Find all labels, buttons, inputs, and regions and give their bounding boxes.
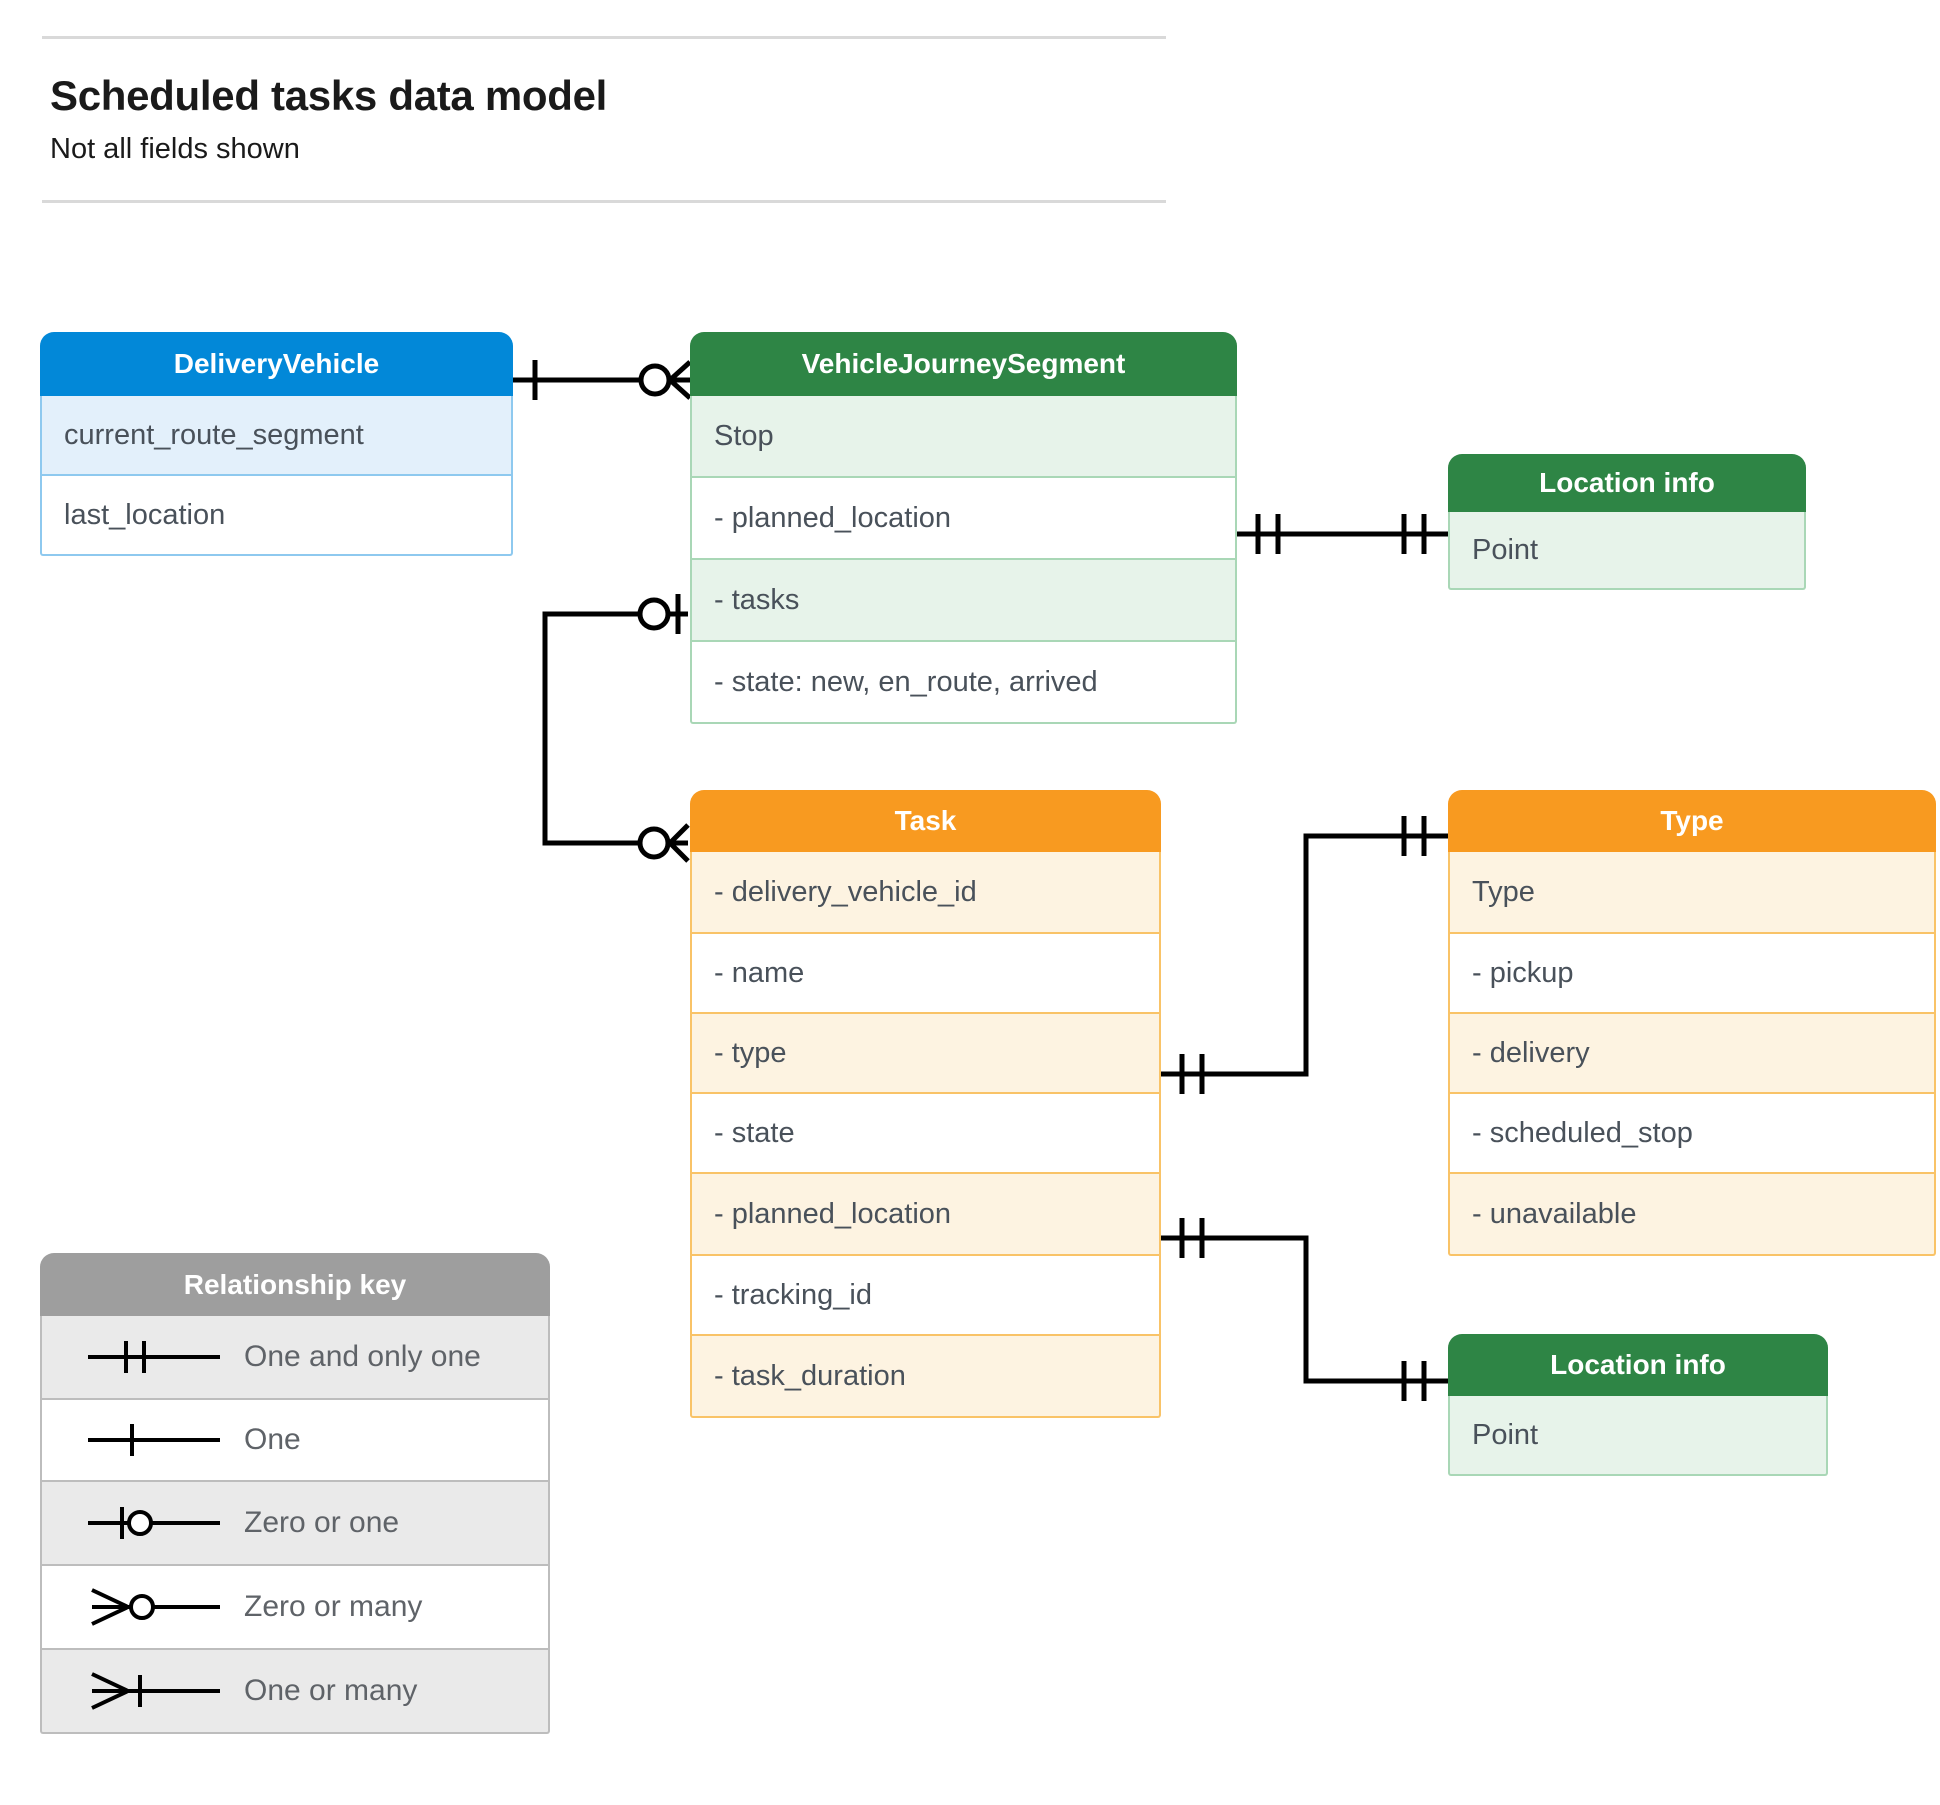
field-type-unavailable[interactable]: - unavailable xyxy=(1448,1174,1936,1256)
field-vjs-state[interactable]: - state: new, en_route, arrived xyxy=(690,642,1237,724)
one-and-only-one-icon xyxy=(64,1334,244,1380)
field-type-pickup[interactable]: - pickup xyxy=(1448,934,1936,1014)
entity-location-info-top[interactable]: Location info Point xyxy=(1448,454,1806,590)
entity-type-title: Type xyxy=(1448,790,1936,852)
field-point-top[interactable]: Point xyxy=(1448,512,1806,590)
legend-label-one: One xyxy=(244,1423,301,1456)
entity-delivery-vehicle-title: DeliveryVehicle xyxy=(40,332,513,396)
zero-or-many-icon xyxy=(64,1584,244,1630)
field-type-label[interactable]: Type xyxy=(1448,852,1936,934)
field-delivery-vehicle-id[interactable]: - delivery_vehicle_id xyxy=(690,852,1161,934)
legend-label-one-or-many: One or many xyxy=(244,1674,418,1707)
top-divider xyxy=(42,36,1166,39)
legend-item-zero-or-one[interactable]: Zero or one xyxy=(40,1482,550,1566)
one-or-many-icon xyxy=(64,1668,244,1714)
legend-label-one-and-only-one: One and only one xyxy=(244,1340,481,1373)
field-vjs-planned-location[interactable]: - planned_location xyxy=(690,478,1237,560)
field-tasks[interactable]: - tasks xyxy=(690,560,1237,642)
field-name[interactable]: - name xyxy=(690,934,1161,1014)
legend-item-one-and-only-one[interactable]: One and only one xyxy=(40,1316,550,1400)
field-type-delivery[interactable]: - delivery xyxy=(1448,1014,1936,1094)
legend-label-zero-or-many: Zero or many xyxy=(244,1590,423,1623)
field-task-planned-location[interactable]: - planned_location xyxy=(690,1174,1161,1256)
entity-task-title: Task xyxy=(690,790,1161,852)
field-state[interactable]: - state xyxy=(690,1094,1161,1174)
entity-task[interactable]: Task - delivery_vehicle_id - name - type… xyxy=(690,790,1161,1418)
entity-delivery-vehicle[interactable]: DeliveryVehicle current_route_segment la… xyxy=(40,332,513,556)
zero-or-one-icon xyxy=(64,1500,244,1546)
entity-vehicle-journey-segment[interactable]: VehicleJourneySegment Stop - planned_loc… xyxy=(690,332,1237,724)
bottom-divider xyxy=(42,200,1166,203)
entity-location-info-bottom-title: Location info xyxy=(1448,1334,1828,1396)
field-task-duration[interactable]: - task_duration xyxy=(690,1336,1161,1418)
field-stop[interactable]: Stop xyxy=(690,396,1237,478)
legend-title: Relationship key xyxy=(40,1253,550,1316)
page-subtitle: Not all fields shown xyxy=(50,133,300,165)
field-type[interactable]: - type xyxy=(690,1014,1161,1094)
entity-vehicle-journey-segment-title: VehicleJourneySegment xyxy=(690,332,1237,396)
legend-item-zero-or-many[interactable]: Zero or many xyxy=(40,1566,550,1650)
legend-item-one-or-many[interactable]: One or many xyxy=(40,1650,550,1734)
field-type-scheduled-stop[interactable]: - scheduled_stop xyxy=(1448,1094,1936,1174)
one-icon xyxy=(64,1417,244,1463)
entity-location-info-bottom[interactable]: Location info Point xyxy=(1448,1334,1828,1476)
field-tracking-id[interactable]: - tracking_id xyxy=(690,1256,1161,1336)
field-current-route-segment[interactable]: current_route_segment xyxy=(40,396,513,476)
entity-type[interactable]: Type Type - pickup - delivery - schedule… xyxy=(1448,790,1936,1256)
field-last-location[interactable]: last_location xyxy=(40,476,513,556)
field-point-bottom[interactable]: Point xyxy=(1448,1396,1828,1476)
legend-relationship-key[interactable]: Relationship key One and only one xyxy=(40,1253,550,1734)
page-title: Scheduled tasks data model xyxy=(50,72,608,119)
entity-location-info-top-title: Location info xyxy=(1448,454,1806,512)
legend-item-one[interactable]: One xyxy=(40,1400,550,1482)
legend-label-zero-or-one: Zero or one xyxy=(244,1506,400,1539)
